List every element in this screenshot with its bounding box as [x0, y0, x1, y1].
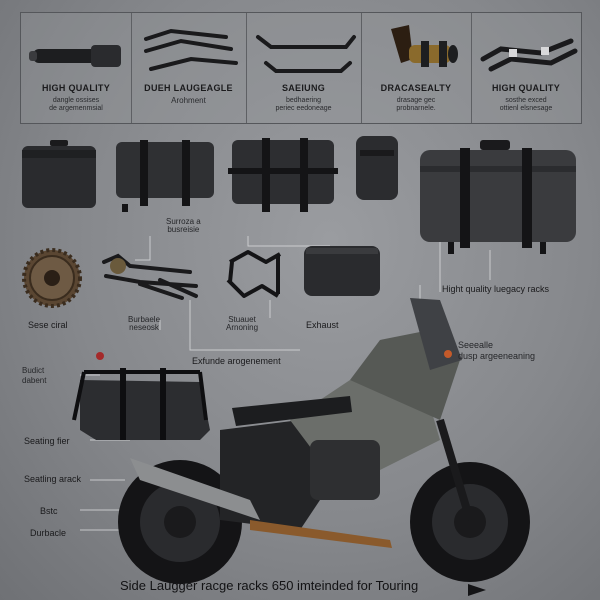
- top-case: [304, 246, 380, 296]
- feature-title: DUEH LAUGEAGLE: [144, 83, 233, 93]
- large-case-right: [420, 140, 576, 254]
- feature-cell-1: HIGH QUALITY dangle ossises de argemenms…: [21, 13, 132, 123]
- motorcycle-illustration: [72, 298, 530, 584]
- side-frame-icon: [256, 35, 356, 73]
- hard-case-second: [116, 140, 214, 212]
- label-surroza: Surroza a busreisie: [166, 217, 201, 234]
- feature-cell-4: DRACASEALTY drasage gec probnarnele.: [361, 13, 472, 123]
- label-seeealle: Seeealle dusp argeeneaning: [458, 340, 536, 361]
- label-high-quality-racks: Hight quality luegacy racks: [442, 284, 550, 294]
- label-bstc: Bstc: [40, 506, 58, 516]
- feature-title: HIGH QUALITY: [41, 83, 111, 93]
- hard-case-left: [22, 140, 96, 208]
- feature-subtitle: bedhaering periec eedoneage: [275, 97, 332, 112]
- label-seating-fier: Seating fier: [24, 436, 70, 446]
- hard-case-third: [228, 138, 338, 212]
- label-burbaele: Burbaele neseosk: [128, 315, 161, 332]
- rack-plate-icon: [480, 38, 578, 72]
- feature-title: HIGH QUALITY: [491, 83, 561, 93]
- sprocket-gear: [22, 248, 82, 308]
- feature-cell-2: DUEH LAUGEAGLE Arohment: [131, 13, 247, 123]
- feature-cell-5: HIGH QUALITY sosthe exced ottienl elsnes…: [471, 13, 581, 123]
- footer-caption: Side Laugger racge racks 650 imteinded f…: [120, 578, 419, 593]
- label-sese-ciral: Sese ciral: [28, 320, 68, 330]
- label-budict: Budict dabent: [22, 366, 47, 385]
- label-exfunde: Exfunde arogenement: [192, 356, 281, 366]
- direction-arrow-icon: [468, 584, 486, 596]
- frame-part: [226, 250, 281, 298]
- feature-cell-3: SAEIUNG bedhaering periec eedoneage: [246, 13, 362, 123]
- top-feature-panel: HIGH QUALITY dangle ossises de argemenms…: [20, 12, 582, 124]
- feature-subtitle: sosthe exced ottienl elsnesage: [499, 97, 553, 112]
- feature-title: DRACASEALTY: [380, 83, 452, 93]
- feature-subtitle: drasage gec probnarnele.: [396, 97, 436, 112]
- bracket-rails-icon: [144, 28, 238, 71]
- bracket-set: [102, 253, 198, 300]
- feature-subtitle: Arohment: [171, 96, 206, 105]
- hard-case-fourth: [356, 136, 398, 200]
- feature-subtitle: dangle ossises de argemenmsial: [49, 97, 103, 112]
- exhaust-mount-icon: [391, 25, 458, 67]
- rack-tube-icon: [29, 45, 121, 67]
- label-stuaut: Stuauet Arnoning: [226, 315, 259, 332]
- label-exhaust: Exhaust: [306, 320, 339, 330]
- label-durbacle: Durbacle: [30, 528, 67, 538]
- label-seating-arack: Seatling arack: [24, 474, 82, 484]
- feature-title: SAEIUNG: [281, 83, 326, 93]
